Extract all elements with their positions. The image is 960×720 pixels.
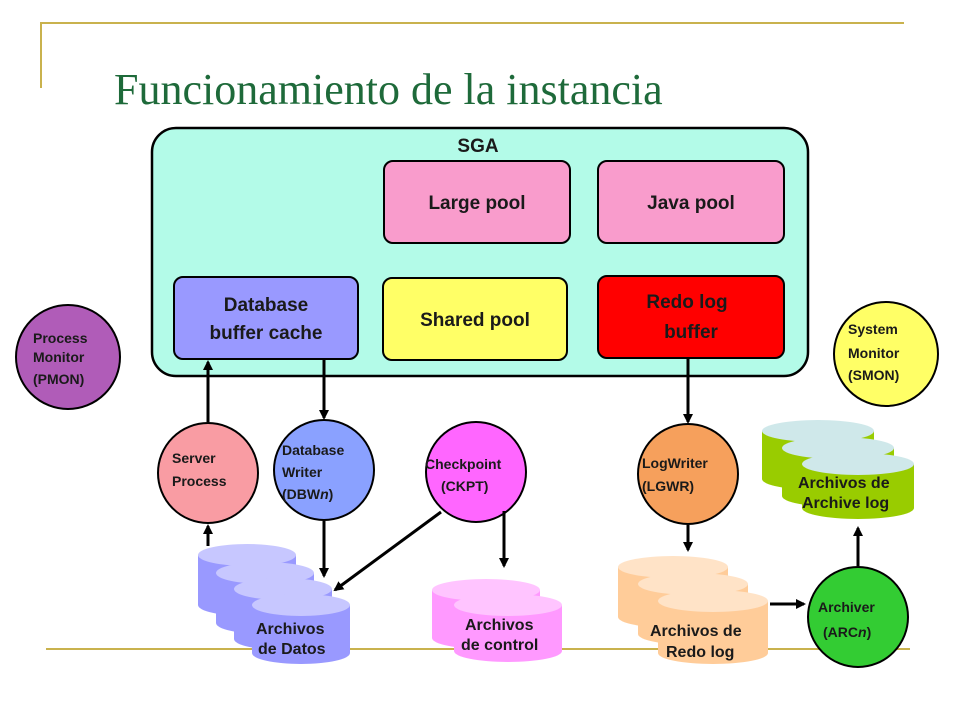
dbwn-process: Database Writer (DBWn) <box>273 419 375 521</box>
control-file-cylinder <box>454 594 562 662</box>
archive-file-cylinder <box>802 453 914 519</box>
ckpt-label-line2: (CKPT) <box>441 478 488 494</box>
smon-label-line3: (SMON) <box>848 367 899 383</box>
archive-files-label-line2: Archive log <box>802 495 889 512</box>
arrow-ckpt-to-datafiles <box>333 510 442 592</box>
page-title: Funcionamiento de la instancia <box>114 65 663 114</box>
archive-files-stack: Archivos de Archive log <box>762 420 914 519</box>
java-pool-label: Java pool <box>647 193 735 214</box>
redo-buffer-label-line2: buffer <box>664 322 718 343</box>
redo-files-label-line1: Archivos de <box>650 623 742 640</box>
arcn-label-n: n <box>858 624 867 640</box>
pmon-label-line2: Monitor <box>33 349 85 365</box>
redo-files-stack: Archivos de Redo log <box>618 556 768 664</box>
large-pool-label: Large pool <box>428 193 525 214</box>
db-buffer-label-line1: Database <box>224 295 309 316</box>
control-files-label-line2: de control <box>461 637 538 654</box>
left-decoration-line <box>40 22 42 88</box>
data-files-label-line2: de Datos <box>258 641 326 658</box>
server-label-line1: Server <box>172 450 216 466</box>
arcn-label-line1: Archiver <box>818 599 875 615</box>
pmon-label-line3: (PMON) <box>33 371 84 387</box>
server-label-line2: Process <box>172 473 227 489</box>
sga-label: SGA <box>457 136 498 157</box>
database-buffer-cache-box: Database buffer cache <box>173 276 359 360</box>
smon-label-line1: System <box>848 321 898 337</box>
smon-label-line2: Monitor <box>848 345 900 361</box>
arcn-label-prefix: (ARC <box>823 624 858 640</box>
shared-pool-label: Shared pool <box>420 310 530 331</box>
data-files-stack: Archivos de Datos <box>198 544 350 664</box>
dbwn-label-prefix: (DBW <box>282 486 321 502</box>
java-pool-box: Java pool <box>597 160 785 244</box>
lgwr-label-line1: LogWriter <box>642 455 708 471</box>
pmon-label-line1: Process <box>33 330 88 346</box>
server-process: Server Process <box>157 422 259 524</box>
large-pool-box: Large pool <box>383 160 571 244</box>
pmon-process: Process Monitor (PMON) <box>15 304 121 410</box>
dbwn-label-n: n <box>320 486 329 502</box>
data-files-label-line1: Archivos <box>256 621 325 638</box>
lgwr-label-line2: (LGWR) <box>642 478 694 494</box>
arcn-label-line2: (ARCn) <box>823 624 871 640</box>
arcn-label-suffix: ) <box>867 624 872 640</box>
lgwr-process: LogWriter (LGWR) <box>637 423 739 525</box>
ckpt-process: Checkpoint (CKPT) <box>425 421 527 523</box>
redo-file-cylinder <box>658 590 768 664</box>
ckpt-label-line1: Checkpoint <box>425 456 502 472</box>
redo-buffer-label-line1: Redo log <box>646 292 727 313</box>
data-file-cylinder <box>252 594 350 664</box>
arcn-process: Archiver (ARCn) <box>807 566 909 668</box>
top-decoration-line <box>40 22 904 24</box>
control-files-stack: Archivos de control <box>432 579 562 662</box>
smon-process: System Monitor (SMON) <box>833 301 939 407</box>
control-files-label-line1: Archivos <box>465 617 534 634</box>
dbwn-label-line1: Database <box>282 442 344 458</box>
dbwn-label-suffix: ) <box>329 486 334 502</box>
dbwn-label-line3: (DBWn) <box>282 486 333 502</box>
db-buffer-label-line2: buffer cache <box>210 323 323 344</box>
dbwn-label-line2: Writer <box>282 464 323 480</box>
redo-files-label-line2: Redo log <box>666 644 734 661</box>
shared-pool-box: Shared pool <box>382 277 568 361</box>
redo-log-buffer-box: Redo log buffer <box>597 275 785 359</box>
archive-files-label-line1: Archivos de <box>798 475 890 492</box>
